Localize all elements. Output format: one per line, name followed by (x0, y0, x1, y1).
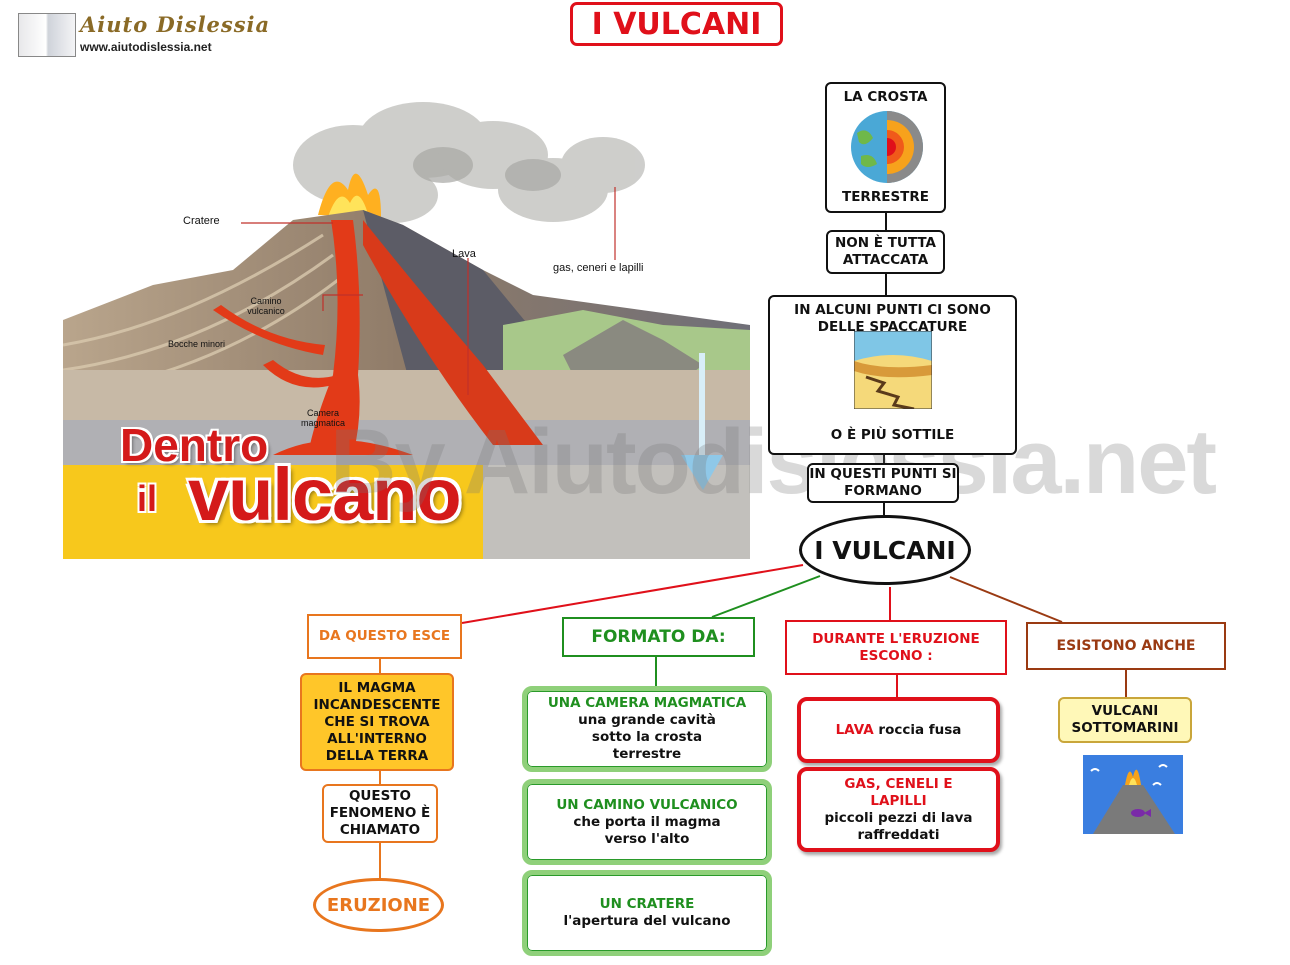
gas-title: GAS, CENELI E LAPILLI (844, 775, 953, 809)
logo-book-icon (18, 13, 76, 57)
header-esistono-anche: ESISTONO ANCHE (1026, 622, 1226, 670)
crosta-label-bottom: TERRESTRE (842, 189, 929, 205)
gas-text: piccoli pezzi di lava raffreddati (824, 809, 973, 843)
illustration-caption-dentro: Dentro (120, 419, 269, 471)
label-camera: Camera magmatica (300, 408, 345, 428)
header-durante-eruzione: DURANTE L'ERUZIONE ESCONO : (785, 620, 1007, 675)
node-eruzione: ERUZIONE (313, 878, 444, 932)
illustration-caption-il: il (137, 478, 158, 519)
logo-title: Aiuto Dislessia (80, 12, 271, 37)
central-node-i-vulcani: I VULCANI (799, 515, 971, 585)
box-cratere: UN CRATERE l'apertura del vulcano (522, 870, 772, 956)
camino-text: che porta il magma verso l'alto (573, 813, 721, 847)
box-vulcani-sottomarini: VULCANI SOTTOMARINI (1058, 697, 1192, 743)
page-title: I VULCANI (570, 2, 783, 46)
box-crosta-terrestre: LA CROSTA TERRESTRE (825, 82, 946, 213)
box-spaccature: IN ALCUNI PUNTI CI SONO DELLE SPACCATURE… (768, 295, 1017, 455)
label-cratere: Cratere (183, 215, 220, 227)
label-gas: gas, ceneri e lapilli (553, 262, 644, 274)
lava-title: LAVA (835, 721, 874, 738)
box-camino-vulcanico: UN CAMINO VULCANICO che porta il magma v… (522, 779, 772, 865)
box-in-questi-punti: IN QUESTI PUNTI SI FORMANO (807, 463, 959, 503)
crack-desert-icon (854, 331, 932, 409)
lava-text: roccia fusa (878, 721, 962, 738)
box-camera-magmatica: UNA CAMERA MAGMATICA una grande cavità s… (522, 686, 772, 772)
camino-title: UN CAMINO VULCANICO (556, 796, 738, 813)
box-lava: LAVA roccia fusa (797, 697, 1000, 763)
label-camino: Camino vulcanico (247, 296, 285, 316)
box-magma: IL MAGMA INCANDESCENTE CHE SI TROVA ALL'… (300, 673, 454, 771)
cratere-title: UN CRATERE (599, 896, 695, 912)
cratere-text: l'apertura del vulcano (563, 913, 731, 929)
header-formato-da: FORMATO DA: (562, 617, 755, 657)
box-non-tutta-attaccata: NON È TUTTA ATTACCATA (826, 230, 945, 274)
underwater-volcano-icon (1083, 755, 1183, 834)
label-lava: Lava (452, 248, 476, 260)
sottile-label: O È PIÙ SOTTILE (830, 427, 955, 443)
camera-title: UNA CAMERA MAGMATICA (547, 695, 747, 711)
box-fenomeno: QUESTO FENOMENO È CHIAMATO (322, 784, 438, 843)
header-da-questo-esce: DA QUESTO ESCE (307, 614, 462, 659)
earth-layers-icon (851, 111, 923, 183)
volcano-cross-section-illustration (63, 102, 750, 559)
camera-text: una grande cavità sotto la crosta terres… (578, 712, 716, 762)
label-bocche: Bocche minori (168, 339, 226, 349)
logo-url: www.aiutodislessia.net (80, 40, 212, 54)
crosta-label-top: LA CROSTA (843, 89, 928, 105)
box-gas-ceneli-lapilli: GAS, CENELI E LAPILLI piccoli pezzi di l… (797, 767, 1000, 852)
illustration-caption-vulcano: vulcano (188, 453, 462, 536)
